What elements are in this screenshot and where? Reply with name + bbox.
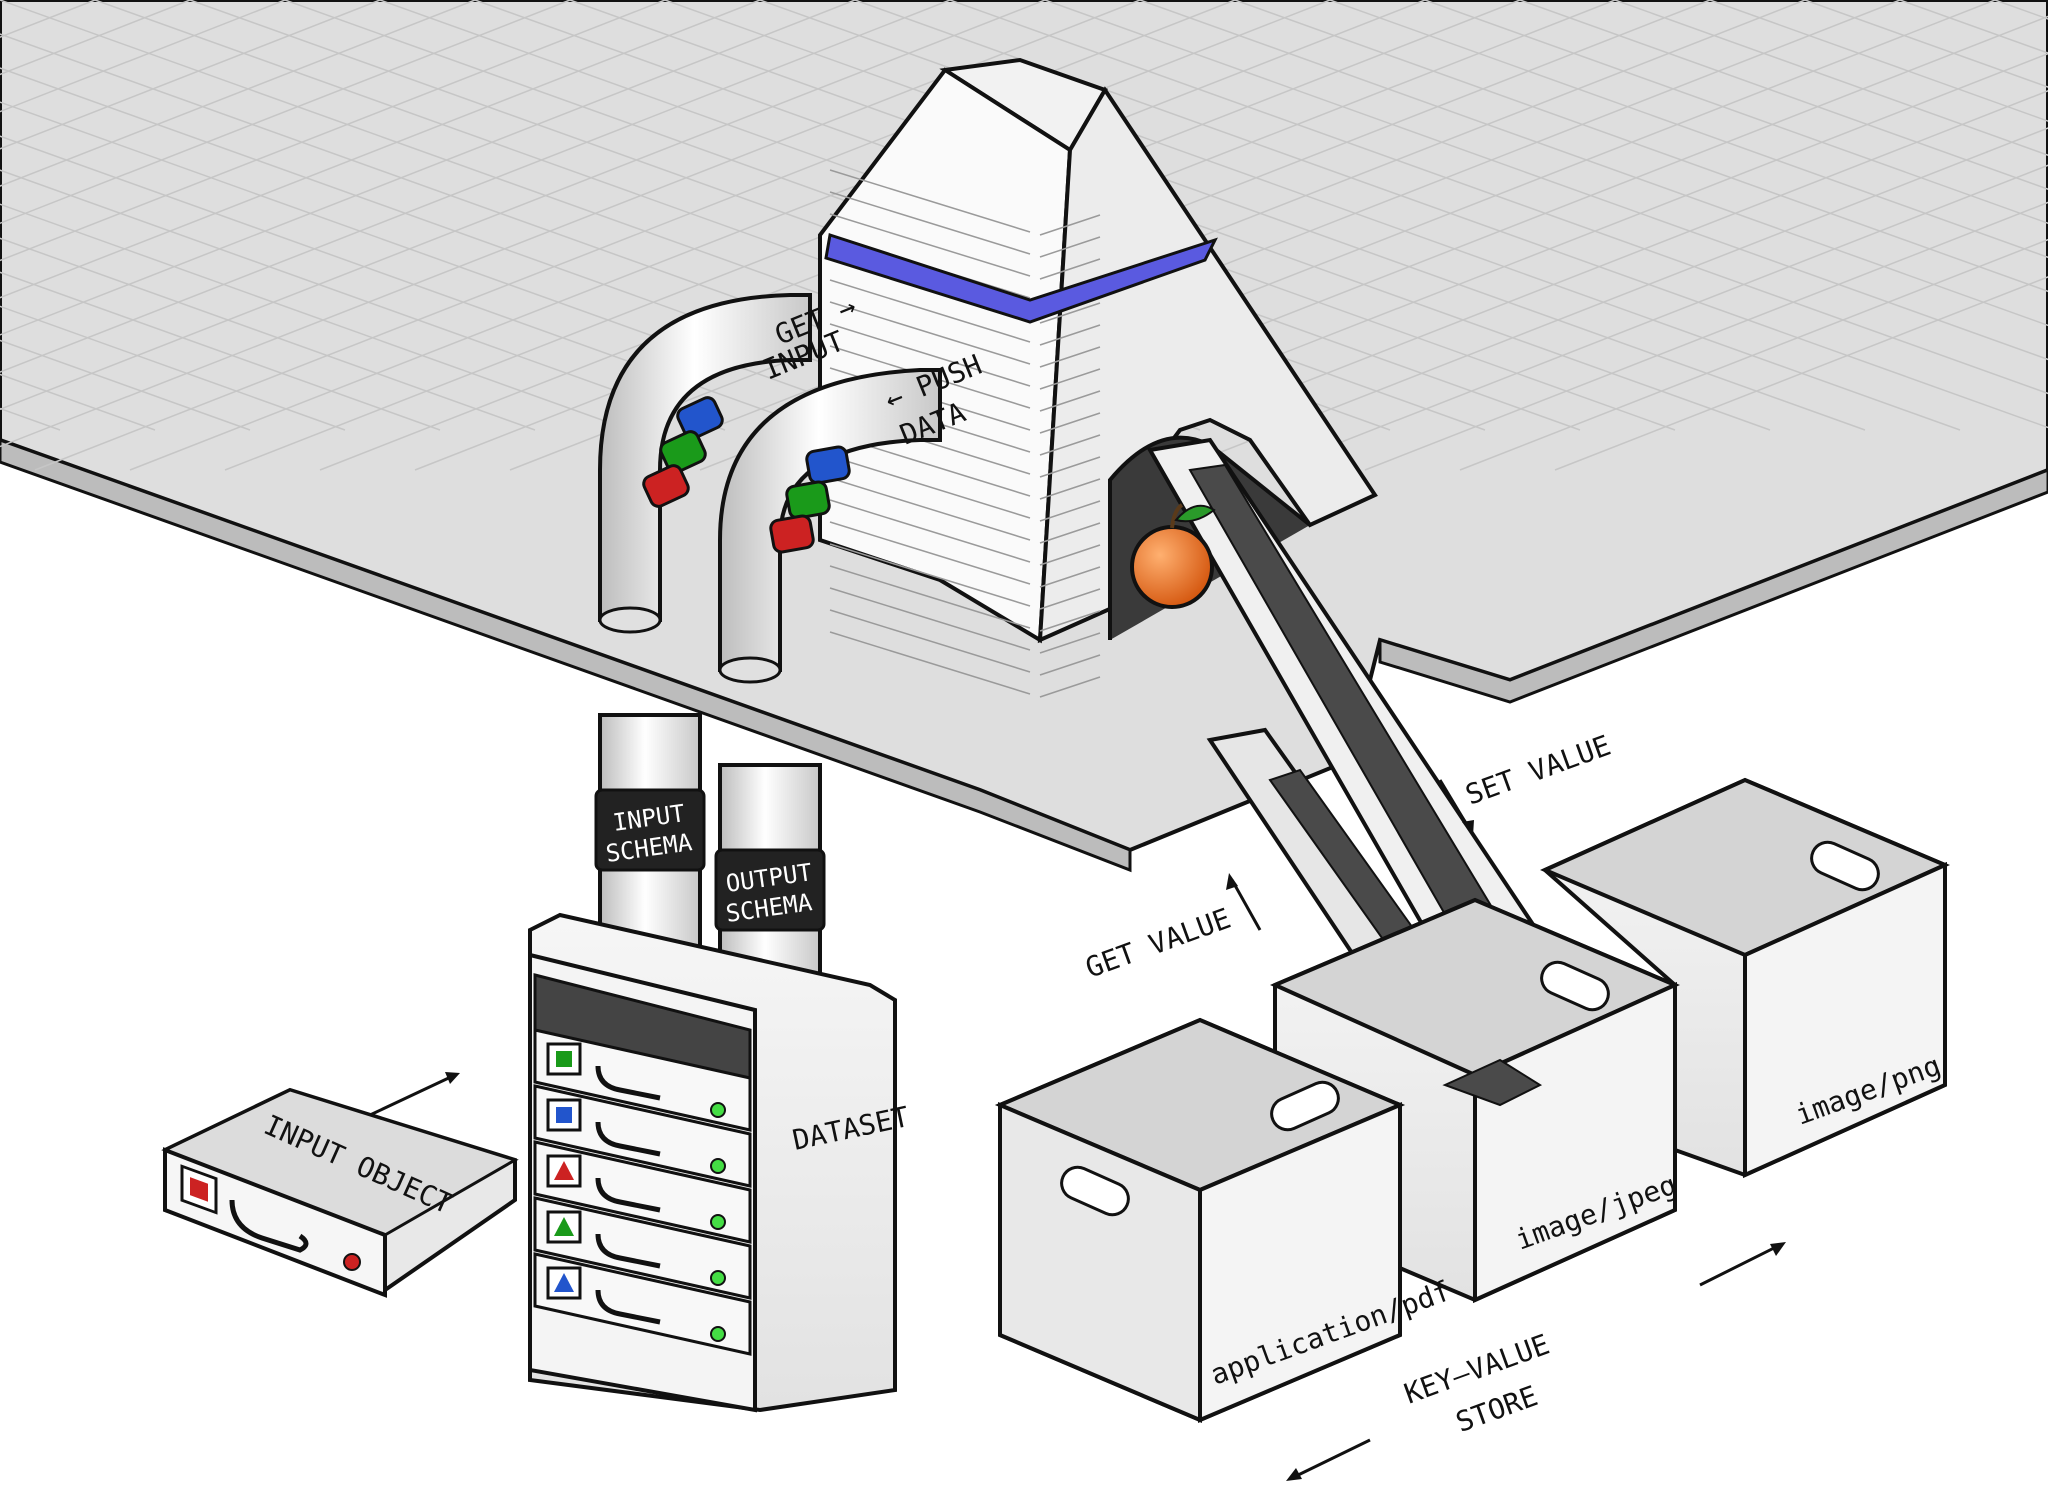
dataset-row-shape-icon [546,1154,582,1188]
get-value-annotation: GET VALUE [1081,873,1262,985]
set-value-annotation: SET VALUE [1438,729,1615,836]
orange-fruit-icon [1130,503,1216,609]
status-led-icon [710,1214,726,1230]
dataset-row-shape-icon [546,1098,582,1132]
input-pipe [598,293,812,634]
status-led-icon [710,1102,726,1118]
pipe-output-items [769,445,851,554]
tower-accent-band [824,233,1218,324]
pipe-item-in [659,430,707,474]
pipe-item-in [676,396,724,440]
dataset-row-handle-icon [595,1065,661,1101]
dataset-row [533,1084,752,1188]
dataset-row [533,1028,752,1132]
pipe-input-items [642,396,724,508]
dataset-row [533,1140,752,1244]
pipe-item-out [769,514,815,554]
pipe-item-in [642,464,690,508]
input-schema-pipe: INPUT SCHEMA [594,713,706,957]
set-value-label: SET VALUE [1461,729,1615,812]
dataset-row-handle-icon [595,1177,661,1213]
dataset-row-handle-icon [595,1121,661,1157]
dataset-rows [533,1028,752,1356]
dataset-row-shape-icon [546,1210,582,1244]
input-object-device: INPUT OBJECT [161,1072,519,1298]
status-led-icon [710,1158,726,1174]
dataset-row [533,1252,752,1356]
dataset-server: DATASET [528,912,912,1413]
get-value-label: GET VALUE [1081,902,1235,985]
pipe-item-out [785,480,831,520]
pipe-item-out [805,445,851,485]
store-box-png: image/png [1540,777,1950,1179]
status-led-icon [710,1270,726,1286]
store-box-pdf: application/pdf [994,1017,1455,1424]
conveyor-end [1442,1058,1543,1107]
dataset-row-shape-icon [546,1042,582,1076]
status-led-icon [710,1326,726,1342]
key-value-store: image/png image/jpeg application/pdf [994,777,1950,1424]
dataset-row-handle-icon [595,1289,661,1325]
dataset-row [533,1196,752,1300]
dataset-row-handle-icon [595,1233,661,1269]
dataset-row-shape-icon [546,1266,582,1300]
